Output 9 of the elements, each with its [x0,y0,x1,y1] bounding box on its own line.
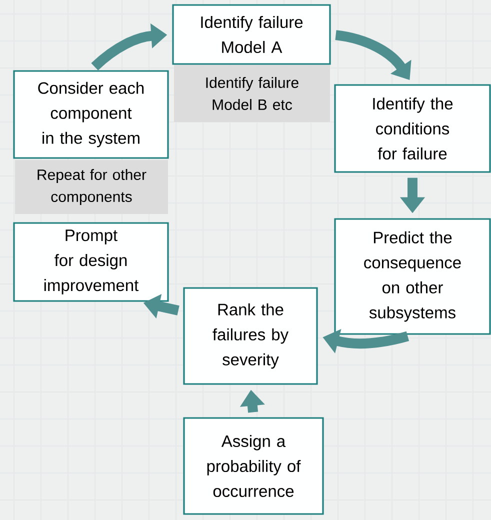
step-box: Identify failure Model A [172,4,331,65]
step-box: Rank the failures by severity [183,287,318,385]
step-box: Identify the conditions for failure [334,84,491,173]
step-box: Prompt for design improvement [13,222,169,302]
step-box: Predict the consequence on other subsystems [334,218,491,335]
note-box: Repeat for other components [15,160,168,214]
step-box: Consider each component in the system [13,70,169,159]
note-box: Identify failure Model B etc [174,65,330,122]
step-box: Assign a probability of occurrence [183,417,324,515]
